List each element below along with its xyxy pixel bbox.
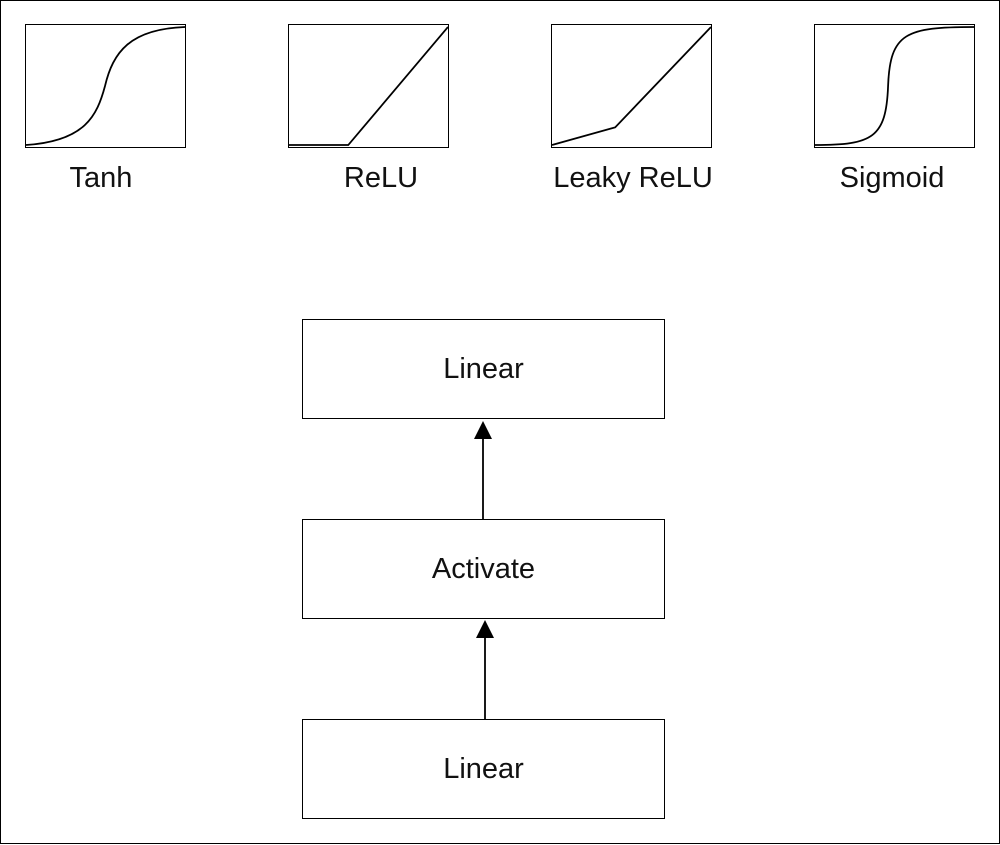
bottom-linear-node: Linear [302,719,665,819]
leaky-relu-graph [551,24,712,148]
bottom-linear-label: Linear [443,752,524,785]
leaky-relu-curve [551,26,712,146]
relu-label: ReLU [343,162,419,194]
activate-node: Activate [302,519,665,619]
sigmoid-label: Sigmoid [839,162,945,194]
top-linear-node: Linear [302,319,665,419]
arrow-linear-to-activate [476,620,494,719]
relu-graph [288,24,449,148]
arrow-activate-to-linear [474,421,492,519]
top-linear-label: Linear [443,352,524,385]
leaky-relu-label: Leaky ReLU [553,162,713,194]
tanh-curve [25,26,186,146]
sigmoid-graph [814,24,975,148]
relu-curve [289,26,449,146]
activate-label: Activate [431,552,536,585]
tanh-label: Tanh [69,162,133,194]
tanh-graph [25,24,186,148]
sigmoid-curve [814,26,975,146]
